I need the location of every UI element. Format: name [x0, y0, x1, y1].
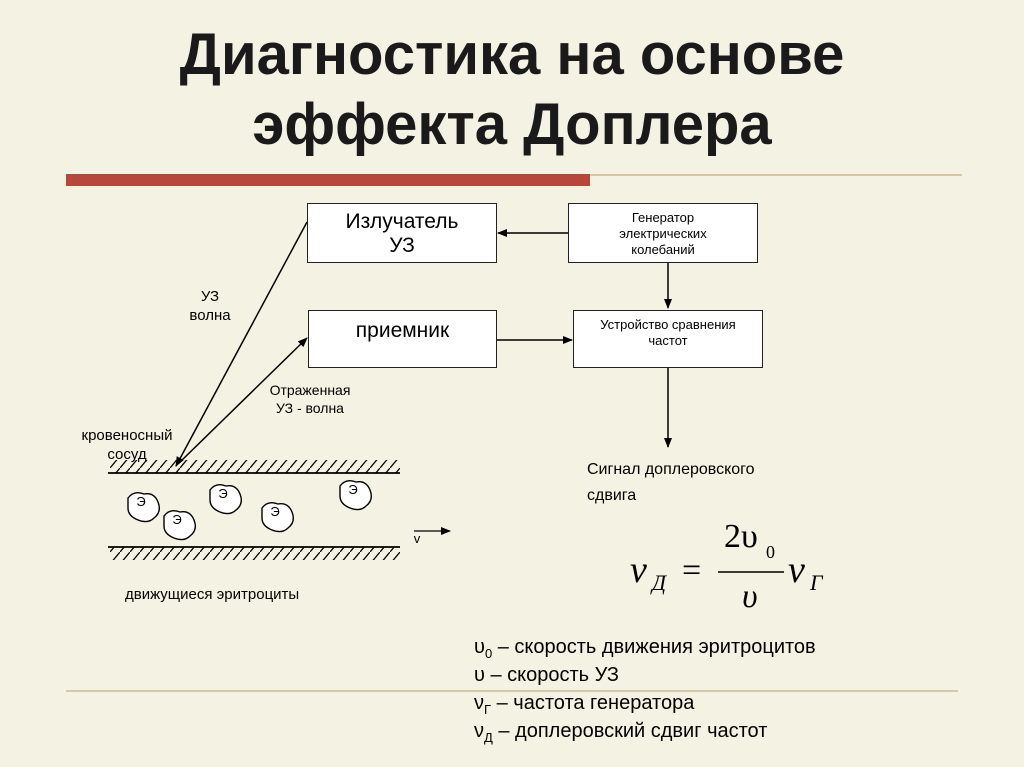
erythrocyte-label-1: Э — [136, 494, 146, 509]
legend-item-2: υ – скорость УЗ — [474, 661, 619, 696]
title-accent-bar — [66, 174, 590, 186]
reflected-wave-line-2: УЗ - волна — [276, 400, 344, 416]
erythrocyte-4 — [261, 501, 295, 533]
formula-lhs-sub: Д — [652, 570, 666, 595]
formula-denominator: υ — [742, 578, 758, 615]
legend-symbol-3: ν — [474, 692, 484, 714]
generator-line-3: колебаний — [631, 242, 695, 257]
erythrocyte-3 — [209, 483, 243, 515]
emitter-line-1: Излучатель — [345, 210, 459, 233]
legend-symbol-4: ν — [474, 720, 484, 742]
erythrocyte-label-2: Э — [172, 512, 182, 527]
emitter-line-2: УЗ — [389, 234, 415, 257]
legend-sub-4: Д — [484, 730, 493, 745]
erythrocyte-label-5: Э — [348, 482, 358, 497]
formula-numerator-sub: 0 — [766, 542, 775, 562]
erythrocyte-1 — [127, 491, 161, 523]
formula: ν Д = 2υ 0 υ ν Г — [620, 518, 850, 620]
legend-text-3: – частота генератора — [491, 692, 695, 714]
page-title-line-1: Диагностика на основе — [179, 22, 845, 87]
us-wave-line-2: волна — [189, 307, 231, 324]
erythrocyte-label-4: Э — [270, 504, 280, 519]
formula-rhs: ν — [788, 549, 805, 591]
comparator-line-1: Устройство сравнения — [600, 317, 736, 332]
generator-line-2: электрических — [619, 226, 707, 241]
moving-cells-label: движущиеся эритроциты — [125, 586, 300, 603]
title-rule-line — [590, 174, 962, 176]
erythrocyte-label-3: Э — [218, 486, 228, 501]
receiver-box: приемник — [308, 310, 497, 368]
vessel-line-2: сосуд — [107, 446, 147, 463]
legend-sub-1: 0 — [484, 646, 493, 661]
vessel-label: кровеносный сосуд — [62, 426, 192, 464]
page-title-line-2: эффекта Доплера — [252, 92, 772, 157]
reflected-wave-line-1: Отраженная — [269, 382, 351, 398]
receiver-label: приемник — [355, 319, 450, 342]
signal-line-2: сдвига — [587, 487, 637, 504]
arrow-reflected-wave — [179, 337, 308, 463]
legend-sub-3: Г — [484, 702, 492, 717]
legend-text-2: – скорость УЗ — [484, 664, 619, 686]
emitter-box: Излучатель УЗ — [307, 203, 497, 263]
generator-box: Генератор электрических колебаний — [568, 203, 758, 263]
vessel-top-hatch — [110, 460, 400, 473]
formula-rhs-sub: Г — [810, 570, 823, 595]
vessel-bottom-hatch — [110, 547, 400, 560]
formula-equals: = — [682, 552, 702, 589]
vessel-line-1: кровеносный — [81, 427, 173, 444]
legend-symbol-2: υ — [474, 664, 485, 686]
comparator-box: Устройство сравнения частот — [573, 310, 763, 368]
legend-item-4: νД – доплеровский сдвиг частот — [474, 717, 767, 752]
comparator-line-2: частот — [648, 333, 688, 348]
erythrocyte-5 — [339, 479, 373, 511]
signal-label: Сигнал доплеровского сдвига — [587, 457, 755, 509]
formula-lhs: ν — [630, 549, 647, 591]
legend-text-4: – доплеровский сдвиг частот — [492, 720, 768, 742]
velocity-label: v — [413, 531, 421, 546]
signal-line-1: Сигнал доплеровского — [587, 461, 755, 478]
bottom-rule-line — [66, 690, 958, 692]
reflected-wave-label: Отраженная УЗ - волна — [250, 381, 370, 417]
formula-numerator: 2υ — [724, 518, 758, 555]
legend-item-1: υ0 – скорость движения эритроцитов — [474, 633, 816, 668]
legend-text-1: – скорость движения эритроцитов — [492, 636, 816, 658]
legend-item-3: νГ – частота генератора — [474, 689, 694, 724]
legend-symbol-1: υ — [474, 636, 485, 658]
erythrocyte-2 — [163, 509, 197, 541]
arrow-us-wave — [175, 221, 308, 467]
us-wave-line-1: УЗ — [200, 288, 220, 305]
generator-line-1: Генератор — [631, 210, 695, 225]
us-wave-label: УЗ волна — [175, 287, 245, 325]
